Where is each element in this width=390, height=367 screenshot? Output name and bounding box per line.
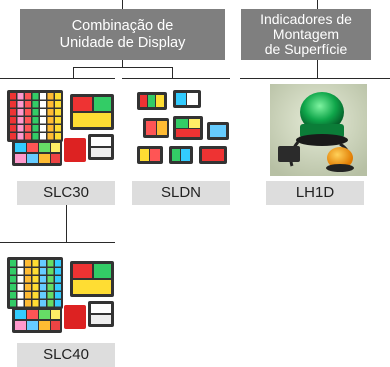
sldn-product-image [133,88,231,168]
surface-header-line2: Montagem [272,26,340,42]
connector-top-right [317,0,318,9]
divider-row-right [240,78,390,79]
connector-surface-down [317,60,318,79]
display-header-line1: Combinação de [71,17,174,34]
lh1d-product-image [270,84,367,176]
connector-slc30-down [66,205,67,243]
surface-mount-header: Indicadores de Montagem de Superfície [241,9,371,60]
divider-row-mid [122,78,230,79]
connector-top-left [122,0,123,9]
connector-branch-slc30 [73,67,74,78]
slc30-product-image [6,88,117,168]
lh1d-label[interactable]: LH1D [266,181,364,205]
sldn-label[interactable]: SLDN [132,181,230,205]
display-header-line2: Unidade de Display [59,34,186,51]
connector-branch-sldn [172,67,173,78]
connector-branch-horizontal [73,67,173,68]
divider-row-lower [0,242,115,243]
divider-row-left [0,78,115,79]
slc40-label[interactable]: SLC40 [17,343,115,367]
display-combination-header: Combinação de Unidade de Display [20,9,225,60]
connector-display-down [122,60,123,68]
surface-header-line1: Indicadores de [260,11,352,27]
surface-header-line3: de Superfície [264,41,348,57]
slc40-product-image [6,255,117,335]
slc30-label[interactable]: SLC30 [17,181,115,205]
